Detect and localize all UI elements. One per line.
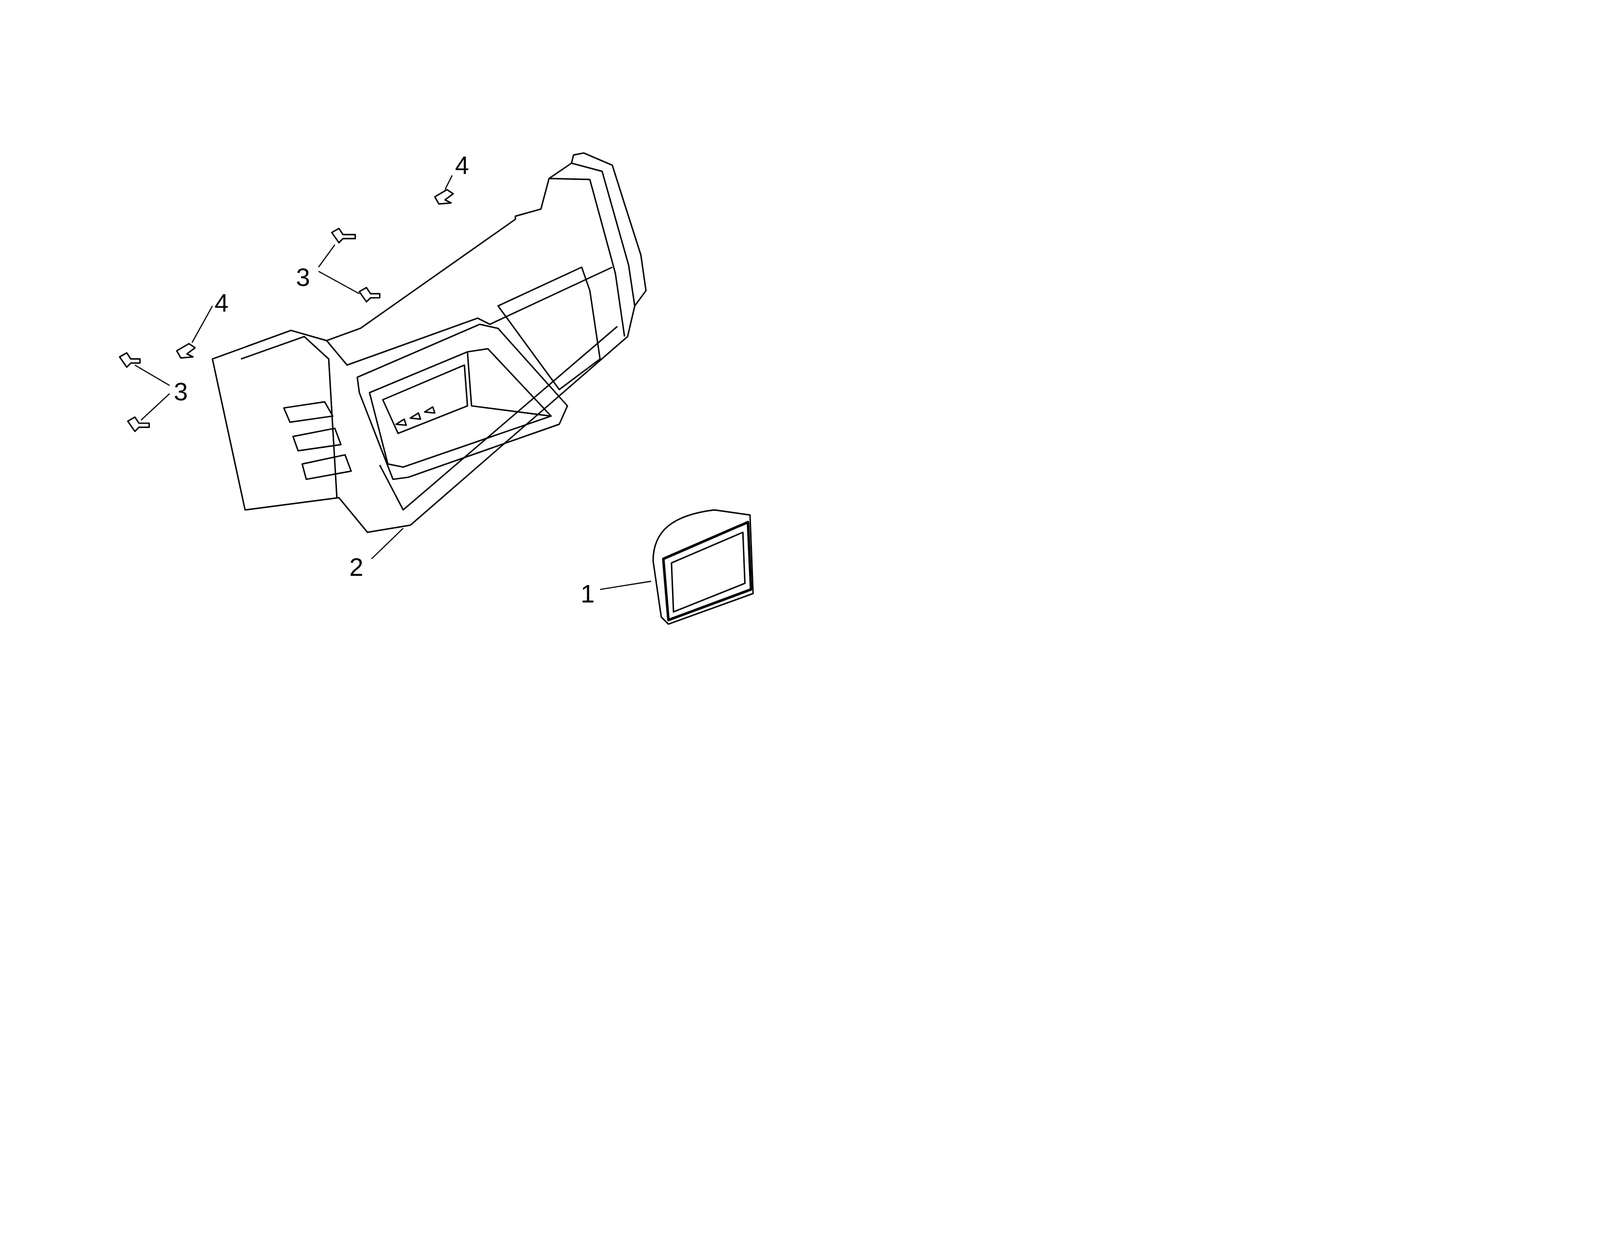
callout-number: 1 [580,581,595,607]
callout-number: 2 [349,554,364,580]
vent-louvers [283,401,352,480]
headlight [653,510,753,625]
callout-number: 4 [214,290,229,316]
callout-number: 3 [174,379,189,405]
bolts [119,228,381,432]
clips [176,189,453,358]
callout-number: 3 [296,264,311,290]
callout-number: 4 [455,152,470,178]
leader-lines [134,175,652,590]
headlight-bezel [212,153,646,533]
